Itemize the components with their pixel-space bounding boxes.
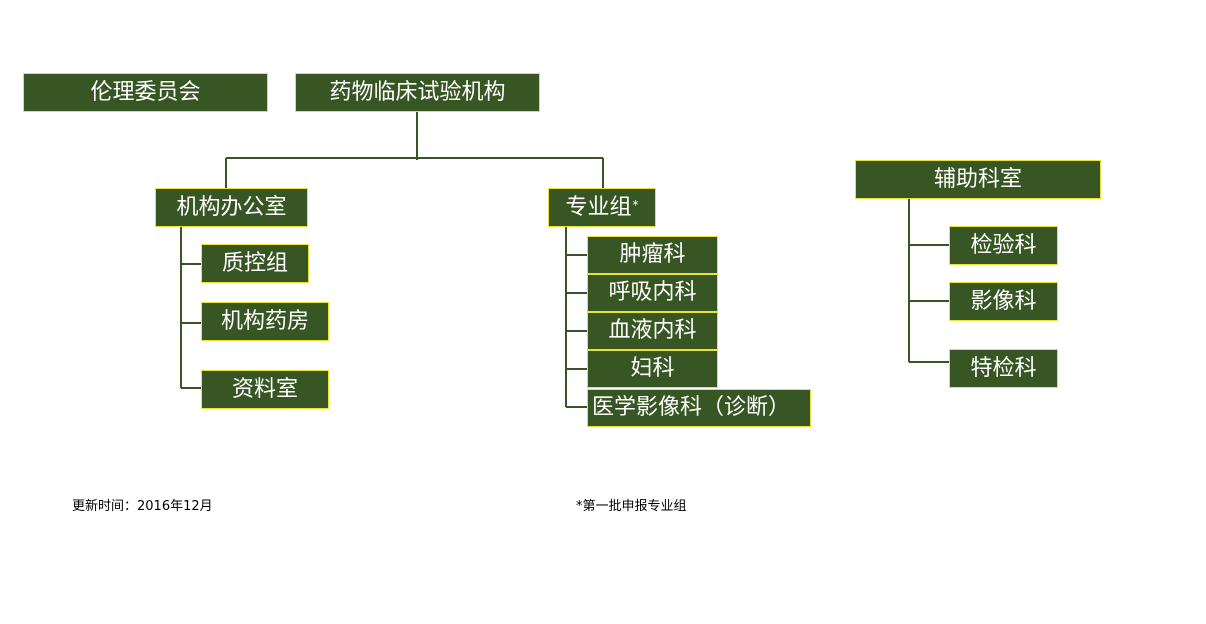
institution-label: 药物临床试验机构 (329, 79, 506, 105)
specialty-group-label: 专业组 (565, 194, 632, 220)
ethics-committee-box: 伦理委员会 (23, 73, 268, 112)
first-batch-footnote: *第一批申报专业组 (576, 499, 687, 514)
hematology-box: 血液内科 (587, 312, 718, 350)
special-exam-box: 特检科 (949, 349, 1058, 388)
archive-room-label: 资料室 (231, 376, 298, 402)
gynecology-box: 妇科 (587, 350, 718, 388)
ethics-committee-label: 伦理委员会 (90, 79, 201, 105)
imaging-box: 影像科 (949, 282, 1058, 321)
imaging-diagnosis-label: 医学影像科（诊断） (592, 395, 791, 420)
oncology-box: 肿瘤科 (587, 236, 718, 274)
respiratory-box: 呼吸内科 (587, 274, 718, 312)
respiratory-label: 呼吸内科 (608, 280, 697, 305)
oncology-label: 肿瘤科 (619, 242, 686, 267)
office-label: 机构办公室 (176, 194, 287, 220)
institution-box: 药物临床试验机构 (295, 73, 540, 112)
imaging-label: 影像科 (970, 288, 1037, 314)
specialty-asterisk: * (632, 198, 639, 212)
pharmacy-box: 机构药房 (201, 302, 329, 341)
office-box: 机构办公室 (155, 188, 308, 227)
auxiliary-dept-box: 辅助科室 (855, 160, 1101, 199)
hematology-label: 血液内科 (608, 318, 697, 343)
specialty-group-box: 专业组* (548, 188, 656, 227)
update-time-note: 更新时间：2016年12月 (72, 499, 213, 514)
imaging-diagnosis-box: 医学影像科（诊断） (587, 389, 811, 427)
qc-group-label: 质控组 (221, 250, 288, 276)
auxiliary-dept-label: 辅助科室 (933, 166, 1022, 192)
lab-label: 检验科 (970, 232, 1037, 258)
gynecology-label: 妇科 (630, 356, 675, 381)
archive-room-box: 资料室 (201, 370, 329, 409)
lab-box: 检验科 (949, 226, 1058, 265)
special-exam-label: 特检科 (970, 355, 1037, 381)
pharmacy-label: 机构药房 (220, 308, 309, 334)
qc-group-box: 质控组 (201, 244, 309, 283)
